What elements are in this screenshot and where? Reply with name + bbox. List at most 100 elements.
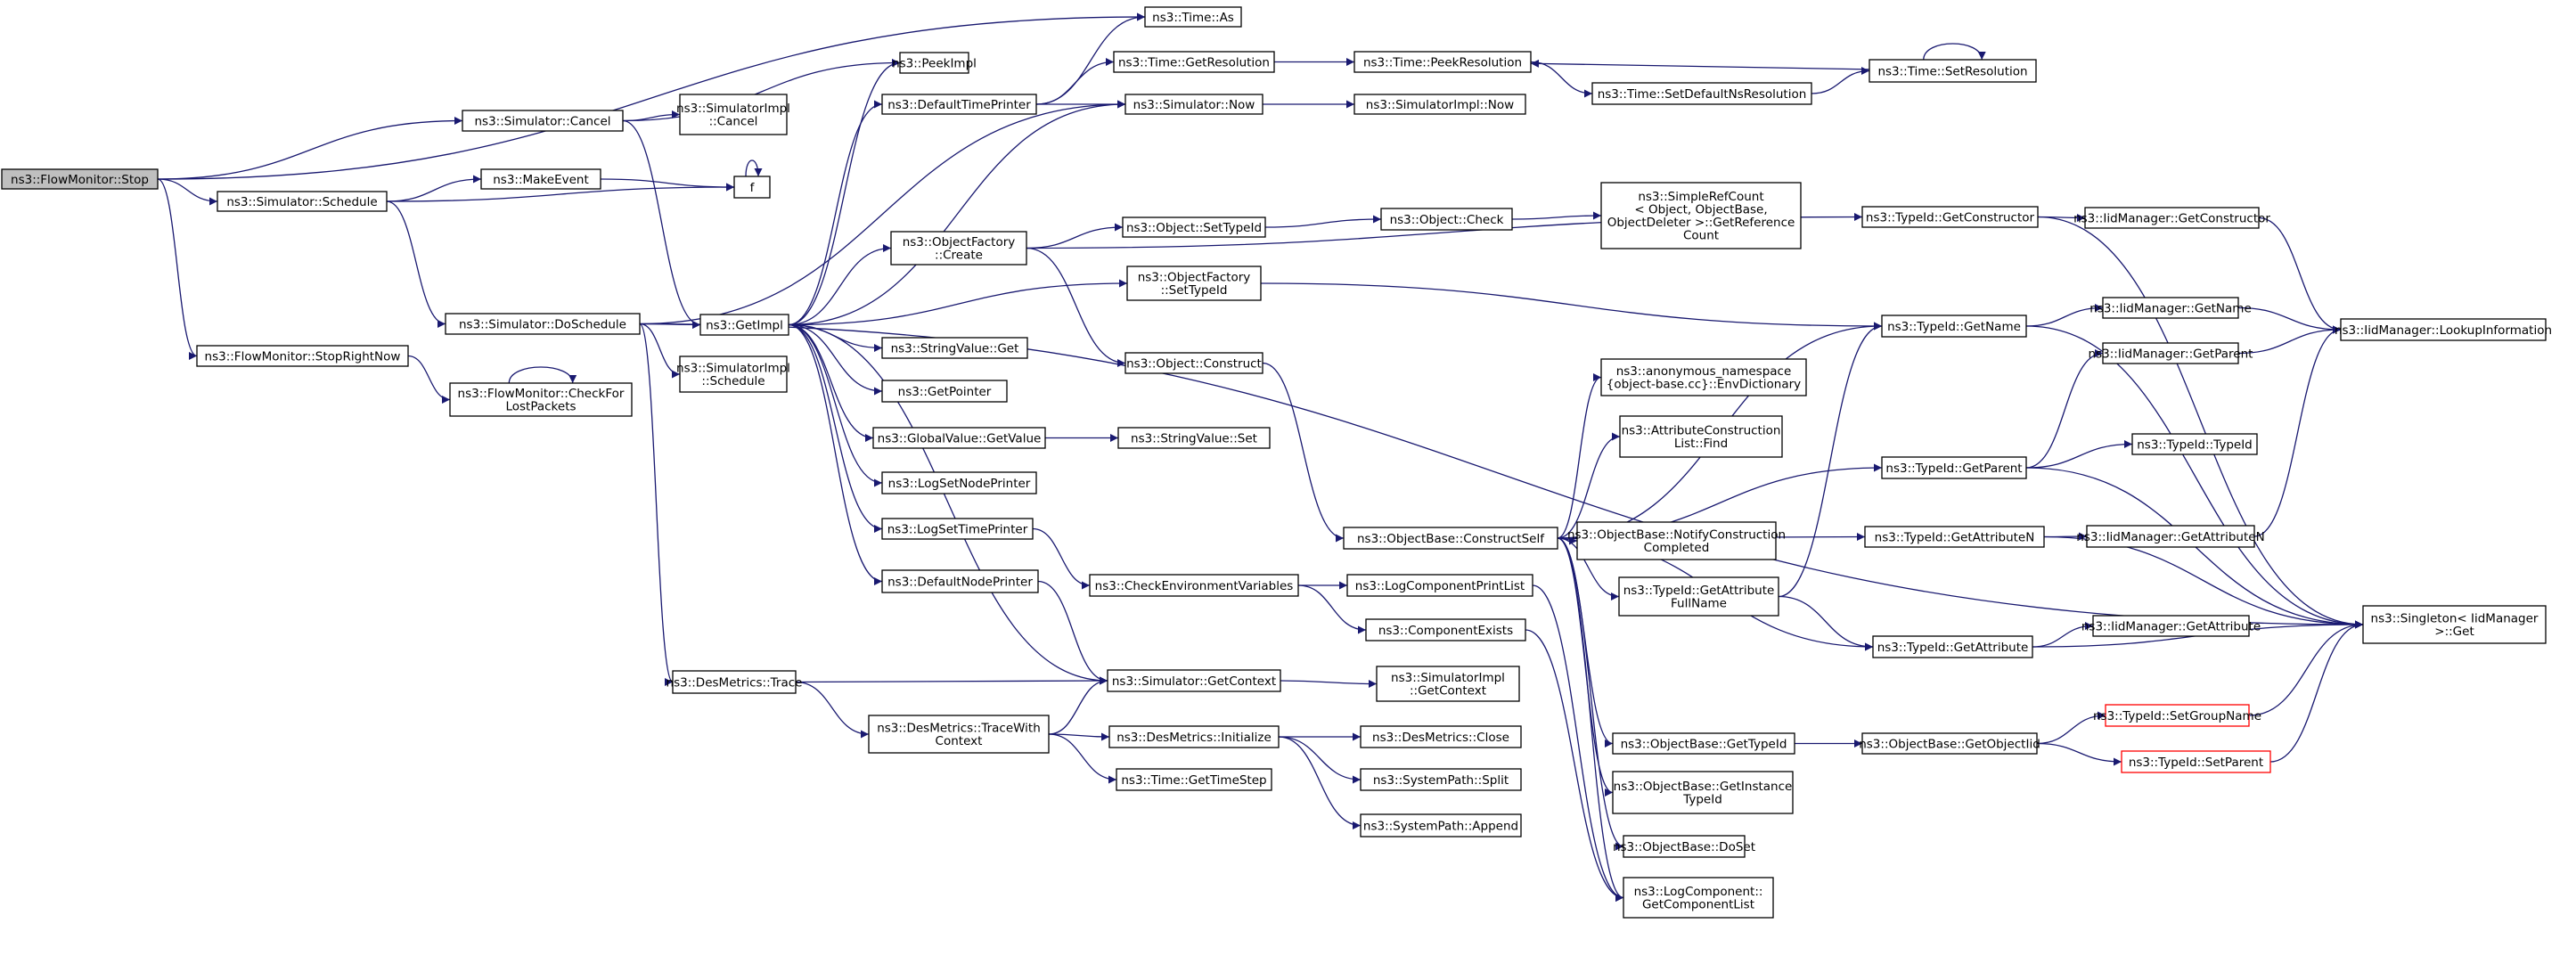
node-obj-factory-create[interactable]: ns3::ObjectFactory::Create (890, 231, 1027, 266)
node-obj-base-do-set[interactable]: ns3::ObjectBase::DoSet (1613, 835, 1755, 858)
node-box (1881, 315, 2027, 338)
node-box (1346, 574, 1533, 597)
edge-obj-check-to-simple-ref-count (1511, 211, 1602, 220)
node-box (217, 191, 388, 212)
node-singleton-get[interactable]: ns3::Singleton< IidManager>::Get (2362, 605, 2547, 644)
node-global-value-get[interactable]: ns3::GlobalValue::GetValue (872, 427, 1046, 449)
node-default-node-printer[interactable]: ns3::DefaultNodePrinter (881, 569, 1039, 593)
node-log-component-print-list[interactable]: ns3::LogComponentPrintList (1346, 574, 1533, 597)
node-anon-env-dict[interactable]: ns3::anonymous_namespace{object-base.cc}… (1600, 358, 1807, 396)
node-get-impl[interactable]: ns3::GetImpl (699, 314, 789, 336)
node-time-get-resolution[interactable]: ns3::Time::GetResolution (1113, 51, 1275, 73)
node-obj-check[interactable]: ns3::Object::Check (1380, 208, 1513, 231)
node-log-component-get-list[interactable]: ns3::LogComponent::GetComponentList (1623, 877, 1774, 919)
node-label: ns3::LogSetTimePrinter (887, 522, 1028, 536)
node-simple-ref-count[interactable]: ns3::SimpleRefCount< Object, ObjectBase,… (1600, 182, 1802, 249)
node-des-trace[interactable]: ns3::DesMetrics::Trace (666, 670, 803, 694)
node-sim-get-context[interactable]: ns3::Simulator::GetContext (1107, 669, 1281, 692)
node-iid-get-attribute[interactable]: ns3::IidManager::GetAttribute (2081, 615, 2261, 637)
node-obj-base-get-object-iid[interactable]: ns3::ObjectBase::GetObjectIid (1859, 732, 2040, 755)
node-box (1600, 358, 1807, 396)
node-default-time-printer[interactable]: ns3::DefaultTimePrinter (881, 94, 1037, 115)
node-box (733, 176, 771, 199)
edge-log-set-time-printer-to-check-env-vars (1032, 527, 1091, 590)
node-sim-cancel[interactable]: ns3::Simulator::Cancel (462, 110, 624, 132)
node-time-set-resolution[interactable]: ns3::Time::SetResolution (1869, 59, 2037, 83)
node-sim-doschedule[interactable]: ns3::Simulator::DoSchedule (445, 313, 641, 335)
node-typeid-set-group-name[interactable]: ns3::TypeId::SetGroupName (2093, 704, 2261, 727)
node-typeid-set-parent[interactable]: ns3::TypeId::SetParent (2121, 750, 2271, 773)
node-iid-get-name[interactable]: ns3::IidManager::GetName (2089, 297, 2252, 319)
edge-sim-doschedule-to-simimpl-schedule (639, 323, 681, 379)
node-time-peek-resolution[interactable]: ns3::Time::PeekResolution (1353, 51, 1532, 73)
node-des-close[interactable]: ns3::DesMetrics::Close (1360, 725, 1522, 748)
node-stop-right-now[interactable]: ns3::FlowMonitor::StopRightNow (196, 345, 409, 367)
node-iid-get-parent[interactable]: ns3::IidManager::GetParent (2089, 342, 2253, 364)
node-time-set-default-ns[interactable]: ns3::Time::SetDefaultNsResolution (1591, 82, 1812, 105)
node-iid-lookup-info[interactable]: ns3::IidManager::LookupInformation (2335, 318, 2552, 341)
edge-get-impl-to-get-pointer (788, 323, 883, 396)
node-label: ns3::ObjectBase::ConstructSelf (1357, 532, 1545, 546)
node-sim-schedule[interactable]: ns3::Simulator::Schedule (217, 191, 388, 212)
node-string-value-get[interactable]: ns3::StringValue::Get (881, 337, 1028, 359)
node-system-path-split[interactable]: ns3::SystemPath::Split (1360, 768, 1522, 791)
edge-des-trace-with-context-to-des-initialize (1048, 732, 1110, 741)
node-typeid-get-attribute[interactable]: ns3::TypeId::GetAttribute (1872, 635, 2033, 658)
node-obj-factory-set-type-id[interactable]: ns3::ObjectFactory::SetTypeId (1126, 266, 1262, 301)
node-log-set-time-printer[interactable]: ns3::LogSetTimePrinter (881, 518, 1034, 540)
node-box (899, 52, 969, 74)
node-typeid-get-attribute-n[interactable]: ns3::TypeId::GetAttributeN (1864, 526, 2045, 548)
node-stop[interactable]: ns3::FlowMonitor::Stop (1, 168, 159, 190)
edge-default-time-printer-to-time-get-resolution (1035, 58, 1115, 105)
node-simimpl-cancel[interactable]: ns3::SimulatorImpl::Cancel (676, 94, 790, 135)
node-typeid-get-parent[interactable]: ns3::TypeId::GetParent (1881, 456, 2027, 479)
node-typeid-typeid[interactable]: ns3::TypeId::TypeId (2131, 433, 2258, 455)
edge-obj-construct-to-obj-base-construct-self (1262, 362, 1345, 543)
node-f[interactable]: f (733, 176, 771, 199)
node-system-path-append[interactable]: ns3::SystemPath::Append (1360, 813, 1522, 838)
edge-stop-right-now-to-check-lost (407, 355, 451, 404)
node-peek-impl[interactable]: ns3::PeekImpl (892, 52, 977, 74)
node-label: ns3::GetImpl (706, 318, 783, 332)
edge-typeid-get-attr-full-name-to-typeid-get-name (1778, 322, 1883, 598)
node-box (445, 313, 641, 335)
node-time-as[interactable]: ns3::Time::As (1144, 6, 1242, 28)
node-obj-base-get-type-id[interactable]: ns3::ObjectBase::GetTypeId (1612, 732, 1795, 755)
node-time-get-time-step[interactable]: ns3::Time::GetTimeStep (1116, 768, 1272, 791)
edge-get-impl-to-log-set-time-printer (788, 323, 883, 533)
node-label: ns3::ObjectBase::DoSet (1613, 840, 1755, 854)
node-des-initialize[interactable]: ns3::DesMetrics::Initialize (1108, 725, 1280, 748)
node-box (2131, 433, 2258, 455)
node-label: ns3::Simulator::Schedule (226, 195, 377, 209)
node-label: ns3::Singleton< IidManager (2371, 612, 2539, 626)
node-component-exists[interactable]: ns3::ComponentExists (1365, 618, 1526, 641)
edge-iid-get-attribute-n-to-iid-lookup-info (2253, 325, 2342, 537)
edge-get-impl-to-peek-impl (788, 59, 901, 326)
node-box (1360, 725, 1522, 748)
node-string-value-set[interactable]: ns3::StringValue::Set (1117, 427, 1271, 449)
node-simimpl-get-context[interactable]: ns3::SimulatorImpl::GetContext (1376, 666, 1520, 702)
node-obj-construct[interactable]: ns3::Object::Construct (1124, 352, 1263, 374)
node-typeid-get-constructor[interactable]: ns3::TypeId::GetConstructor (1861, 206, 2039, 228)
node-iid-get-constructor[interactable]: ns3::IidManager::GetConstructor (2073, 207, 2270, 229)
node-log-set-node-printer[interactable]: ns3::LogSetNodePrinter (881, 471, 1037, 494)
node-make-event[interactable]: ns3::MakeEvent (480, 168, 601, 190)
node-label: ns3::AttributeConstruction (1622, 424, 1781, 438)
node-sim-now[interactable]: ns3::Simulator::Now (1124, 94, 1263, 115)
node-simimpl-now[interactable]: ns3::SimulatorImpl::Now (1353, 94, 1526, 115)
node-simimpl-schedule[interactable]: ns3::SimulatorImpl::Schedule (676, 355, 790, 393)
node-typeid-get-name[interactable]: ns3::TypeId::GetName (1881, 315, 2027, 338)
node-box (1861, 732, 2038, 755)
node-obj-set-type-id[interactable]: ns3::Object::SetTypeId (1122, 217, 1266, 238)
node-notify-construction[interactable]: ns3::ObjectBase::NotifyConstructionCompl… (1567, 521, 1786, 560)
node-get-pointer[interactable]: ns3::GetPointer (881, 380, 1008, 403)
node-check-env-vars[interactable]: ns3::CheckEnvironmentVariables (1089, 574, 1299, 597)
node-iid-get-attribute-n[interactable]: ns3::IidManager::GetAttributeN (2076, 525, 2265, 548)
node-obj-base-construct-self[interactable]: ns3::ObjectBase::ConstructSelf (1343, 527, 1558, 550)
node-label: GetComponentList (1642, 898, 1754, 912)
